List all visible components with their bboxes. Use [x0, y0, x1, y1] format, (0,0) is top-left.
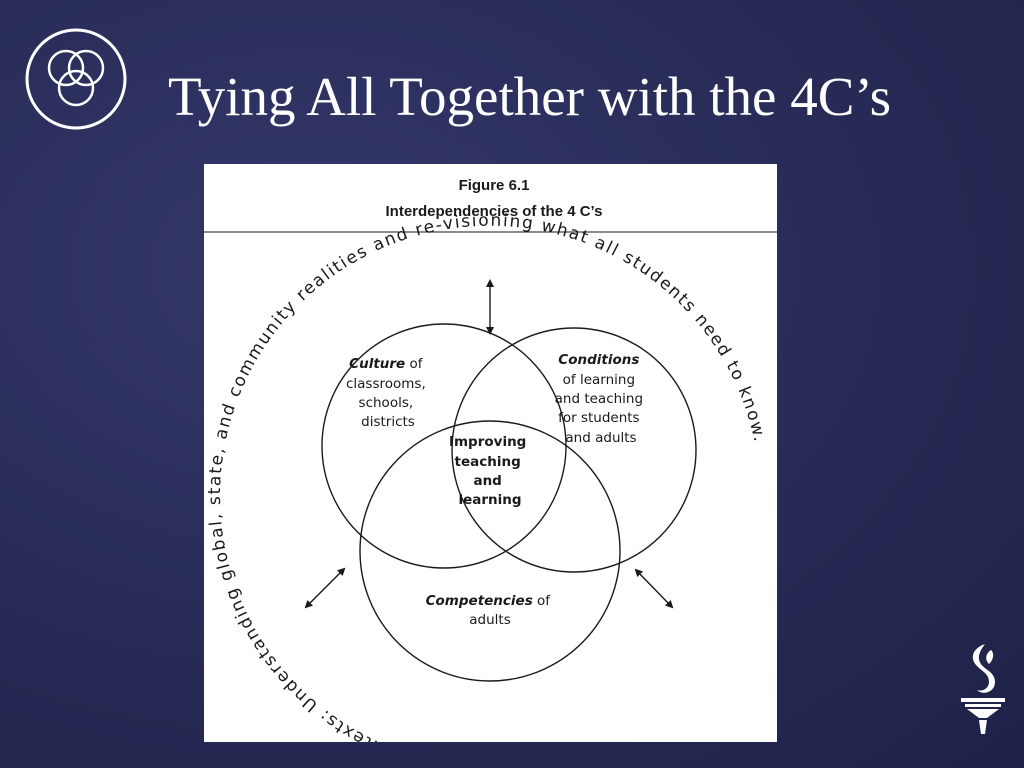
torch-icon [961, 644, 1005, 734]
competencies-emphasis: Competencies [426, 593, 533, 609]
three-rings-icon [25, 28, 127, 130]
culture-rest: of [405, 356, 424, 372]
culture-line-1: classrooms, [346, 376, 426, 392]
conditions-label: Conditions of learning and teaching for … [555, 352, 648, 446]
figure-panel: Figure 6.1 Interdependencies of the 4 C’… [204, 164, 777, 742]
competencies-line-1: adults [469, 612, 510, 628]
culture-label: Culture of classrooms, schools, district… [346, 356, 430, 430]
figure-caption: Interdependencies of the 4 C’s [386, 203, 603, 220]
arrow-lower-left [304, 567, 346, 609]
center-line-2: teaching [455, 454, 521, 470]
figure-number: Figure 6.1 [459, 177, 530, 194]
center-line-1: Improving [449, 434, 526, 450]
competencies-label: Competencies of adults [426, 593, 555, 628]
conditions-line-4: and adults [565, 430, 636, 446]
slide-title: Tying All Together with the 4C’s [168, 66, 892, 127]
conditions-line-1: of learning [563, 372, 635, 388]
competencies-rest: of [533, 593, 552, 609]
conditions-emphasis: Conditions [558, 352, 639, 368]
conditions-line-3: for students [558, 410, 640, 426]
conditions-circle [451, 327, 697, 573]
competencies-circle [359, 420, 621, 682]
culture-line-2: schools, [359, 395, 414, 411]
conditions-line-2: and teaching [555, 391, 643, 407]
venn-diagram-figure: Figure 6.1 Interdependencies of the 4 C’… [204, 177, 777, 742]
arrow-lower-right [634, 568, 674, 609]
culture-line-3: districts [361, 414, 415, 430]
center-line-4: learning [458, 492, 521, 508]
center-label: Improving teaching and learning [449, 434, 531, 508]
culture-emphasis: Culture [349, 356, 405, 372]
center-line-3: and [473, 473, 501, 489]
